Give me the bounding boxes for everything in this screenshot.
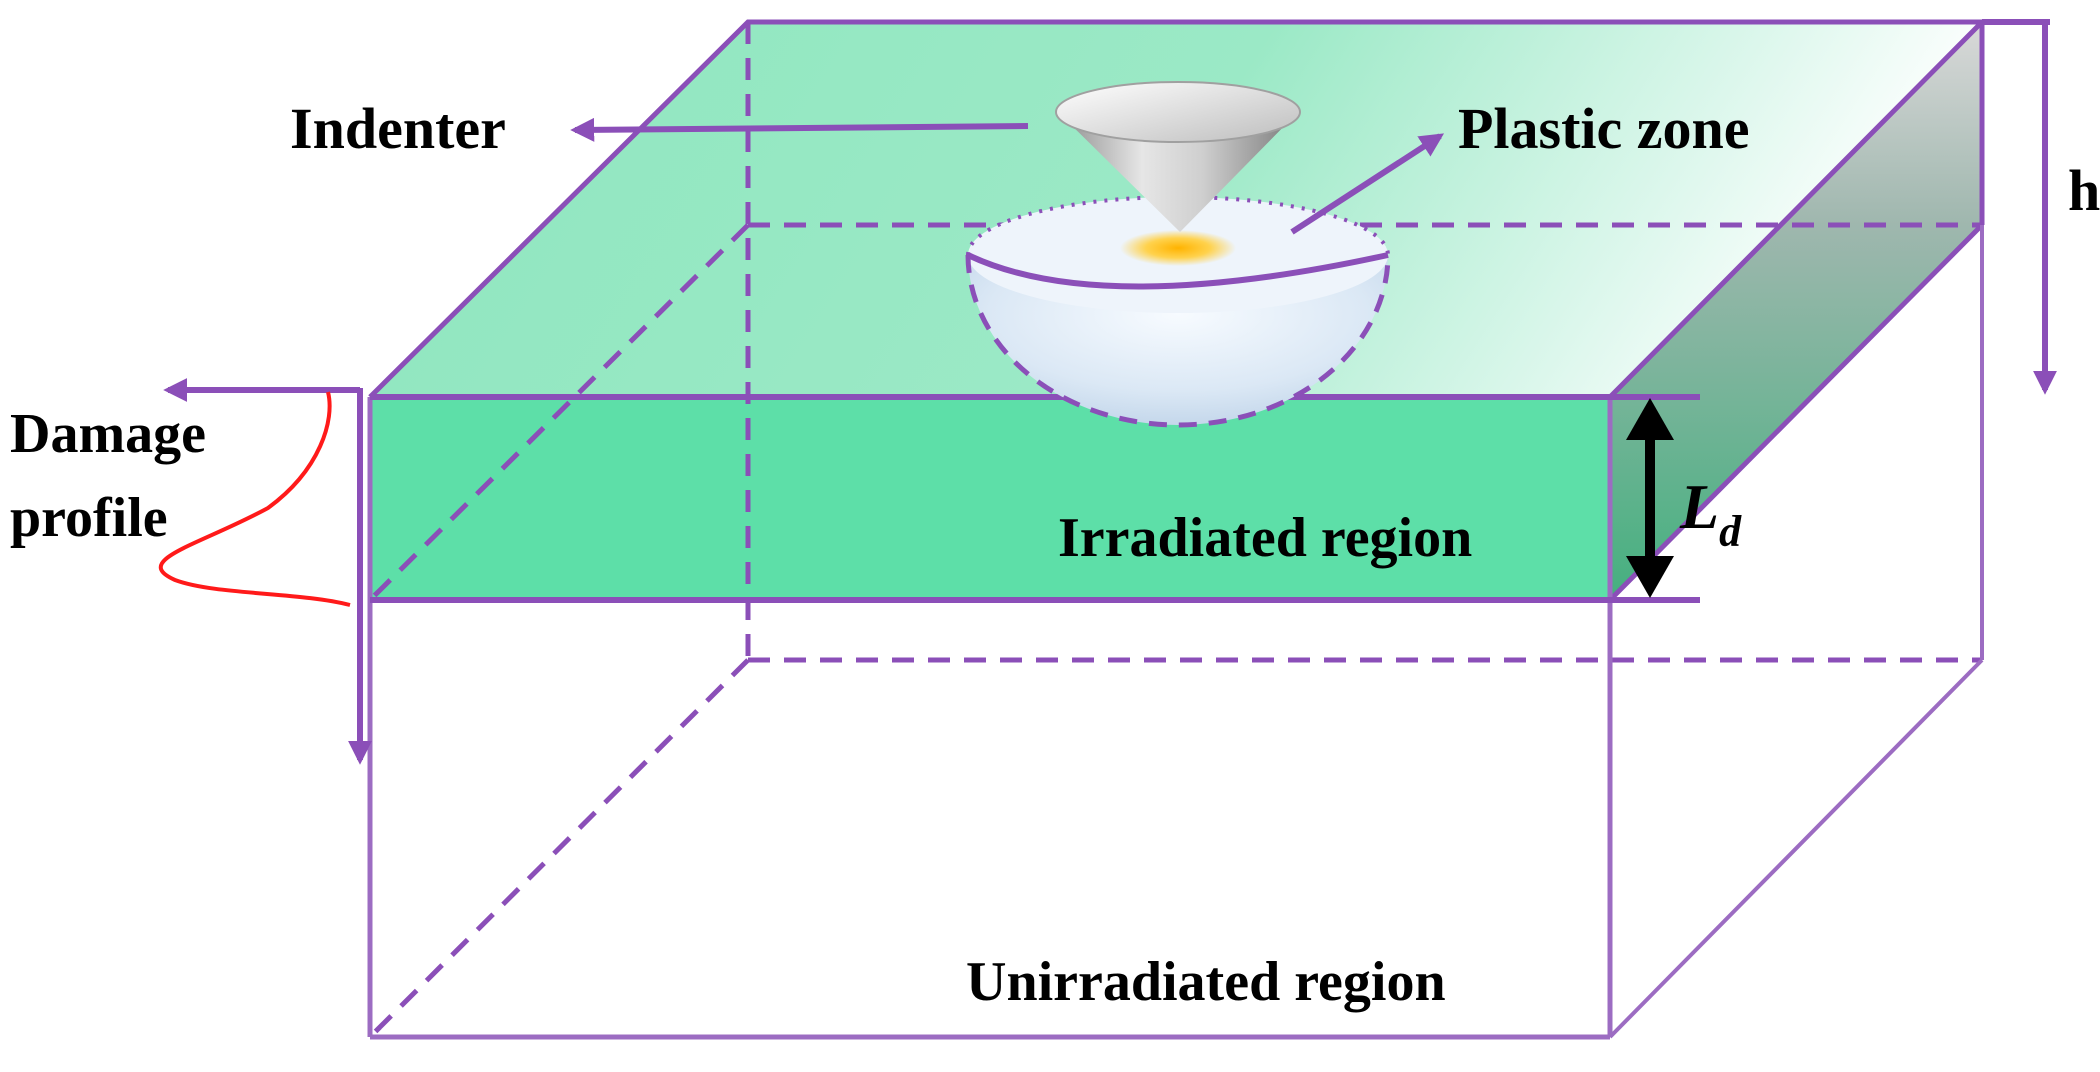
- indenter-label: Indenter: [290, 96, 506, 161]
- damage-label: Damage: [10, 403, 206, 465]
- side-face: [1610, 22, 1982, 600]
- box-edges: [367, 19, 1989, 1040]
- damage-profile-axes: [158, 378, 372, 765]
- ld-label: Ld: [1679, 471, 1742, 556]
- hot-spot: [1120, 230, 1236, 266]
- profile-label: profile: [10, 487, 168, 549]
- irradiated-front-face: [370, 397, 1610, 600]
- plastic-zone-label: Plastic zone: [1458, 96, 1750, 161]
- h-arrow: [1982, 19, 2057, 395]
- damage-profile-curve: [158, 391, 351, 607]
- hidden-edges: [368, 22, 1982, 1039]
- plastic-zone: [965, 195, 1391, 428]
- irradiated-region-label: Irradiated region: [1058, 507, 1472, 569]
- indenter-cone: [1055, 81, 1301, 232]
- thickness-arrow: [1626, 398, 1674, 598]
- h-label: h: [2068, 158, 2100, 223]
- unirradiated-region-label: Unirradiated region: [966, 951, 1446, 1013]
- ld-subscript: d: [1719, 507, 1742, 556]
- plastic-zone-arrow: [1290, 133, 1445, 235]
- indenter-arrow: [570, 117, 1029, 142]
